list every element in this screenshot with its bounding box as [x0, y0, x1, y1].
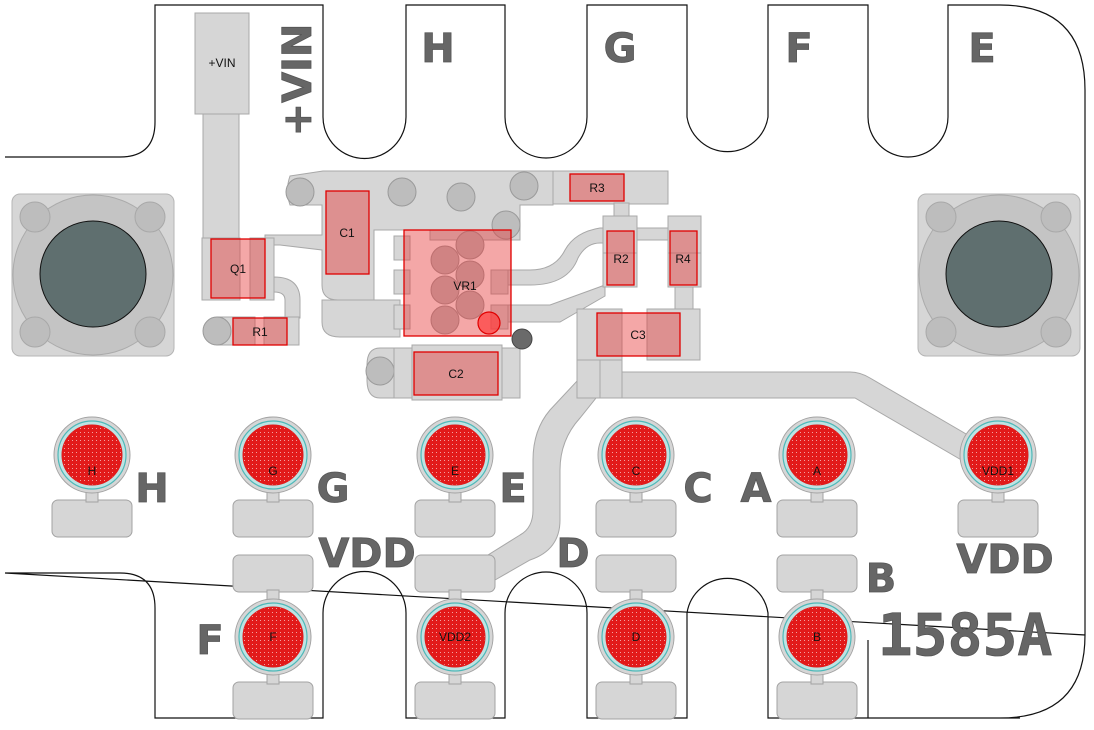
silk-edge-e: E — [968, 26, 995, 72]
component-c3[interactable]: C3 — [596, 312, 681, 357]
pin1-marker — [477, 311, 501, 335]
silk-edge-g: G — [604, 26, 637, 72]
board-outline — [4, 4, 1086, 719]
vin-pad — [194, 12, 250, 115]
test-point-contact — [605, 606, 667, 668]
test-pad — [232, 499, 314, 538]
silk-e: E — [499, 466, 526, 512]
r1-label: R1 — [252, 325, 268, 339]
silk-h: H — [135, 466, 168, 512]
test-point-vdd2[interactable]: VDD2 — [414, 554, 496, 720]
test-pad — [414, 554, 496, 593]
component-q1[interactable]: Q1 — [210, 238, 266, 299]
test-pad — [776, 681, 858, 720]
test-pad — [595, 681, 677, 720]
test-point-contact — [605, 424, 667, 486]
test-pad — [595, 499, 677, 538]
test-point-label: VDD2 — [439, 630, 471, 644]
silk-vdd-right: VDD — [956, 537, 1053, 583]
silk-f: F — [196, 618, 223, 664]
mount-hole-left — [11, 193, 175, 357]
test-point-contact — [786, 424, 848, 486]
test-pad — [776, 554, 858, 593]
test-point-c[interactable]: C — [595, 416, 677, 538]
test-pad — [595, 554, 677, 593]
test-pad — [414, 499, 496, 538]
test-pad — [957, 499, 1039, 538]
test-point-f[interactable]: F — [232, 554, 314, 720]
test-pad — [232, 681, 314, 720]
silk-a: A — [741, 466, 772, 512]
silk-edge-f: F — [785, 26, 812, 72]
test-point-contact — [61, 424, 123, 486]
component-r1[interactable]: R1 — [232, 317, 288, 346]
test-point-label: G — [268, 464, 277, 478]
vr1-label: VR1 — [453, 279, 477, 293]
silk-d: D — [556, 531, 589, 577]
test-pad — [51, 499, 133, 538]
test-point-label: C — [632, 464, 641, 478]
test-point-contact — [242, 424, 304, 486]
component-r2[interactable]: R2 — [606, 230, 635, 286]
r3-label: R3 — [589, 181, 605, 195]
copper-traces — [194, 12, 986, 581]
board-part-number: 1585A — [878, 601, 1053, 669]
silk-vdd-left: VDD — [318, 531, 415, 577]
vias — [285, 171, 539, 350]
test-point-contact — [786, 606, 848, 668]
test-point-g[interactable]: G — [232, 416, 314, 538]
c2-label: C2 — [448, 367, 464, 381]
silk-g: G — [317, 466, 350, 512]
component-r3[interactable]: R3 — [569, 173, 625, 202]
test-point-h[interactable]: H — [51, 416, 133, 538]
test-point-contact — [242, 606, 304, 668]
silk-b: B — [866, 556, 897, 602]
silk-edge-h: H — [421, 26, 454, 72]
component-c1[interactable]: C1 — [325, 190, 370, 275]
test-pad — [232, 554, 314, 593]
c1-label: C1 — [339, 226, 355, 240]
test-point-label: A — [813, 464, 821, 478]
mount-hole-right — [917, 193, 1081, 357]
c3-label: C3 — [630, 328, 646, 342]
test-point-d[interactable]: D — [595, 554, 677, 720]
vin-pad-label: +VIN — [208, 56, 235, 70]
component-vr1[interactable]: VR1 — [403, 229, 512, 337]
test-point-label: H — [88, 464, 97, 478]
test-pad — [414, 681, 496, 720]
test-point-vdd1[interactable]: VDD1 — [957, 416, 1039, 538]
test-point-contact — [967, 424, 1029, 486]
test-point-contact — [424, 606, 486, 668]
component-c2[interactable]: C2 — [413, 351, 499, 396]
test-point-label: D — [632, 630, 641, 644]
silk-c: C — [683, 466, 712, 512]
test-point-label: E — [451, 464, 459, 478]
r4-label: R4 — [675, 252, 691, 266]
component-r4[interactable]: R4 — [669, 230, 698, 286]
r2-label: R2 — [613, 252, 629, 266]
test-point-label: F — [269, 630, 276, 644]
silk-vin: +VIN — [275, 24, 321, 137]
test-point-a[interactable]: A — [776, 416, 858, 538]
test-point-label: B — [813, 630, 821, 644]
q1-label: Q1 — [230, 262, 246, 276]
test-point-e[interactable]: E — [414, 416, 496, 538]
test-point-label: VDD1 — [982, 464, 1014, 478]
test-point-b[interactable]: B — [776, 554, 858, 720]
test-point-contact — [424, 424, 486, 486]
test-pad — [776, 499, 858, 538]
